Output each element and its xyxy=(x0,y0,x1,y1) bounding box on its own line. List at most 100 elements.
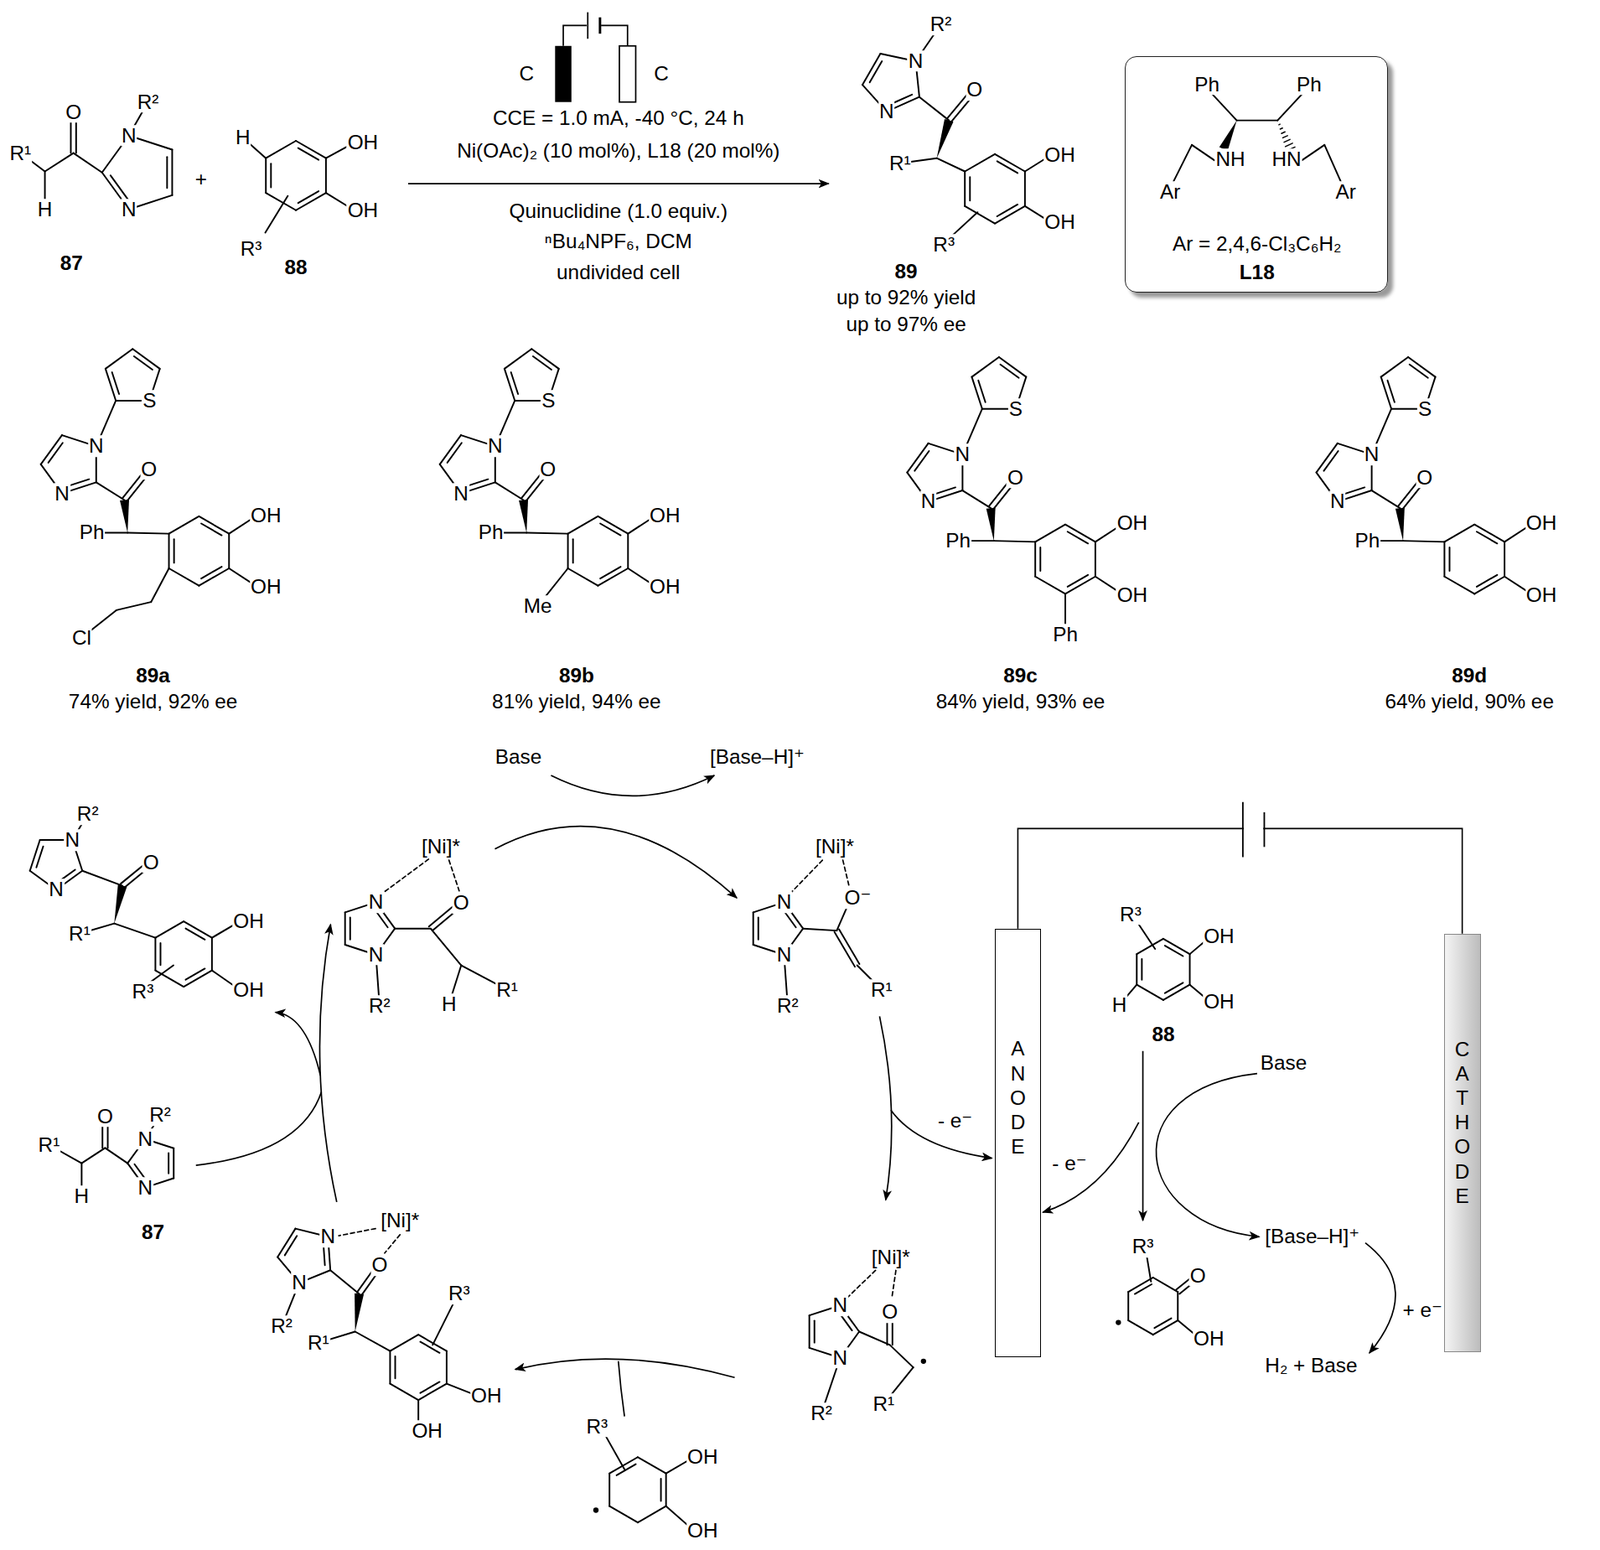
bond-line xyxy=(1034,541,1036,576)
bond-line xyxy=(1067,574,1088,587)
atom-label: Ph xyxy=(78,522,106,544)
reaction-arrow xyxy=(890,1109,993,1158)
coordination-bond xyxy=(449,859,460,891)
reaction-arrow xyxy=(494,826,737,899)
atom-label: N xyxy=(954,443,972,466)
atom-label: N xyxy=(832,1294,850,1316)
condition-text: 74% yield, 92% ee xyxy=(67,691,239,714)
battery-symbol xyxy=(598,17,601,34)
atom-label: R³ xyxy=(585,1415,609,1438)
bond-line xyxy=(1140,958,1143,980)
atom-label: O xyxy=(965,78,984,101)
bond-line xyxy=(914,450,929,472)
bond-line xyxy=(906,443,928,473)
atom-label: N xyxy=(367,943,385,966)
bond-line xyxy=(186,928,206,940)
radical-dot xyxy=(1115,1319,1121,1325)
bond-line xyxy=(160,942,162,965)
atom-label: R² xyxy=(776,994,800,1017)
bond-line xyxy=(568,568,599,586)
condition-text: 84% yield, 93% ee xyxy=(935,691,1107,714)
radical-dot xyxy=(593,1506,599,1512)
atom-label: OH xyxy=(470,1384,503,1407)
bond-line xyxy=(186,968,206,979)
bond-line xyxy=(394,1356,397,1378)
atom-label: H xyxy=(36,198,54,221)
bond-line xyxy=(626,533,629,569)
electrode-label: ANODE xyxy=(1009,1035,1027,1159)
coordination-bond xyxy=(843,859,850,886)
atom-label: R² xyxy=(269,1315,294,1338)
atom-label: N xyxy=(776,943,793,966)
condition-text: Base xyxy=(1259,1052,1308,1075)
atom-label: OH xyxy=(1043,212,1077,234)
anode-electrode: ANODE xyxy=(994,928,1041,1357)
compound-number: 89c xyxy=(1002,664,1039,687)
bond-line xyxy=(504,368,515,401)
bond-line xyxy=(1279,128,1283,130)
bond-line xyxy=(1476,531,1497,544)
atom-label: N xyxy=(486,435,504,458)
bond-line xyxy=(1210,92,1238,121)
bond-line xyxy=(155,921,184,938)
coordination-bond xyxy=(384,1234,400,1254)
bond-line xyxy=(169,568,200,586)
bond-line xyxy=(172,1148,175,1179)
atom-label: OH xyxy=(232,910,265,933)
atom-label: R² xyxy=(809,1402,834,1424)
condition-text: Quinuclidine (1.0 equiv.) xyxy=(508,200,730,223)
atom-label: OH xyxy=(1043,144,1077,166)
bond-line xyxy=(890,1344,914,1367)
coordination-bond xyxy=(381,859,429,894)
bond-line xyxy=(1191,144,1215,161)
atom-label: R² xyxy=(76,803,100,826)
bond-line xyxy=(165,156,168,188)
atom-label: OH xyxy=(686,1445,720,1468)
compound-number: 89a xyxy=(134,664,171,687)
atom-label: OH xyxy=(1202,991,1236,1014)
condition-text: H₂ + Base xyxy=(1263,1354,1358,1377)
electrode-label: CATHODE xyxy=(1453,1036,1471,1208)
bond-line xyxy=(73,153,103,173)
reaction-arrow xyxy=(408,182,829,185)
bond-line xyxy=(265,140,296,159)
bond-line xyxy=(616,1464,637,1476)
bond-line xyxy=(211,937,213,971)
atom-label: N xyxy=(367,891,385,914)
atom-label: OH xyxy=(1116,512,1150,535)
bond-line xyxy=(1035,576,1066,595)
bond-line xyxy=(134,356,153,370)
atom-label: S xyxy=(1417,398,1433,420)
bond-line xyxy=(802,928,837,931)
atom-label: OH xyxy=(249,575,283,598)
bond-line xyxy=(420,1381,441,1393)
circuit-wire xyxy=(1017,828,1462,933)
bond-line xyxy=(227,533,230,569)
bond-line xyxy=(1173,144,1192,182)
bond-line xyxy=(1035,524,1066,543)
bond-line xyxy=(600,566,621,579)
bond-line xyxy=(605,1436,625,1470)
ligand-text: HN xyxy=(1270,148,1302,171)
atom-label: Me xyxy=(522,595,554,617)
atom-label: H xyxy=(1111,994,1129,1016)
ligand-text: Ar xyxy=(1159,181,1181,203)
bond-line xyxy=(1443,541,1445,576)
compound-number: 89 xyxy=(894,260,919,283)
bond-line xyxy=(637,1506,667,1523)
atom-label: OH xyxy=(410,1419,444,1442)
atom-label: [Ni]* xyxy=(379,1209,420,1232)
atom-label: [Ni]* xyxy=(870,1246,912,1269)
bond-line xyxy=(298,191,319,203)
bond-line xyxy=(504,348,532,369)
atom-label: N xyxy=(290,1272,308,1295)
wire-gap xyxy=(1243,818,1264,838)
condition-text: up to 97% ee xyxy=(844,313,967,336)
bond-line xyxy=(394,927,431,930)
ligand-text: Ph xyxy=(1193,73,1221,96)
bond-line xyxy=(1381,357,1409,378)
atom-label: S xyxy=(540,389,556,412)
bond-line xyxy=(344,911,347,945)
bond-line xyxy=(264,158,267,193)
